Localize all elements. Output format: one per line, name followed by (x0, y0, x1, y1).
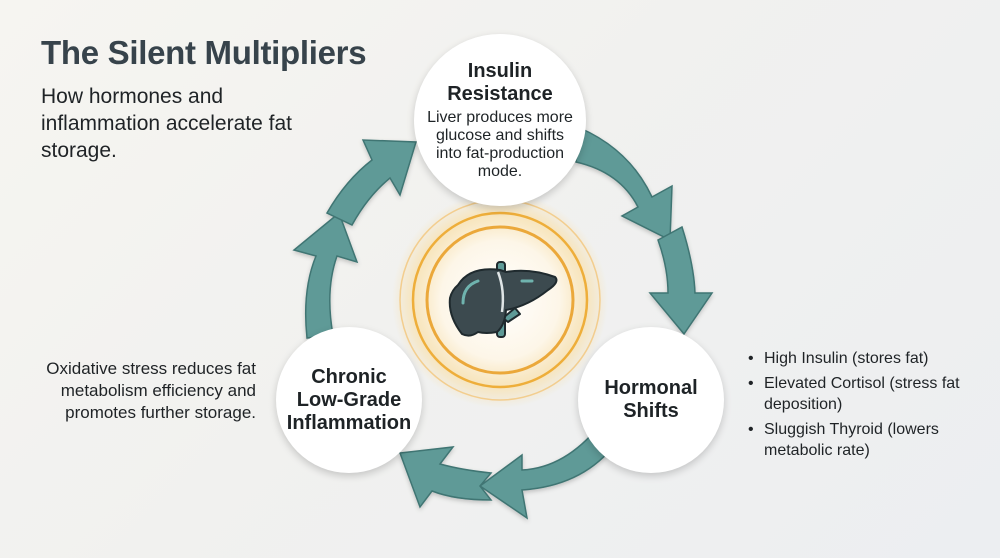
node-hormonal-title-2: Shifts (623, 400, 679, 422)
bullet-text: High Insulin (stores fat) (764, 350, 929, 367)
bullet-icon: • (748, 375, 754, 392)
bullet-icon: • (748, 421, 754, 438)
liver-icon (448, 261, 558, 338)
liver-lobe-divider (496, 271, 505, 313)
arrow-inflammation-to-insulin-2 (325, 139, 417, 226)
node-inflammation-title-3: Inflammation (286, 411, 412, 434)
page-subtitle: How hormones and inflammation accelerate… (41, 85, 292, 162)
arrow-inflammation-to-insulin-1 (292, 211, 359, 339)
arrow-hormonal-to-inflammation-2 (398, 446, 493, 509)
node-inflammation-title-1: Chronic (311, 365, 387, 388)
page-title: The Silent Multipliers (41, 34, 367, 71)
bullet-text: Sluggish Thyroid (lowers metabolic rate) (764, 421, 939, 459)
hormonal-bullet-list: • High Insulin (stores fat) • Elevated Cor… (748, 348, 978, 465)
node-insulin-title-2: Resistance (447, 82, 553, 105)
arrow-insulin-to-hormonal-1 (575, 126, 673, 242)
node-chronic-inflammation[interactable]: Chronic Low-Grade Inflammation (276, 327, 422, 473)
node-insulin-title-1: Insulin (467, 59, 533, 82)
bullet-icon: • (748, 350, 754, 367)
bullet-item: • High Insulin (stores fat) (748, 348, 978, 369)
glow-ring-inner (425, 225, 575, 375)
arrow-insulin-to-hormonal-2 (648, 225, 714, 336)
vessel-branch (502, 307, 521, 323)
inflammation-note: Oxidative stress reduces fat metabolism … (46, 359, 256, 422)
node-hormonal-shifts[interactable]: Hormonal Shifts (578, 327, 724, 473)
node-insulin-description: Liver produces more glucose and shifts i… (427, 108, 573, 180)
liver-highlight-left (461, 279, 480, 305)
node-inflammation-title-2: Low-Grade (296, 388, 402, 411)
bullet-item: • Elevated Cortisol (stress fat depositio… (748, 373, 978, 415)
glow-ring-middle (411, 211, 589, 389)
bullet-item: • Sluggish Thyroid (lowers metabolic rate… (748, 419, 978, 461)
node-insulin-resistance[interactable]: Insulin Resistance Liver produces more g… (414, 34, 586, 206)
bullet-text: Elevated Cortisol (stress fat deposition… (764, 375, 960, 413)
node-hormonal-title-1: Hormonal (604, 377, 698, 399)
